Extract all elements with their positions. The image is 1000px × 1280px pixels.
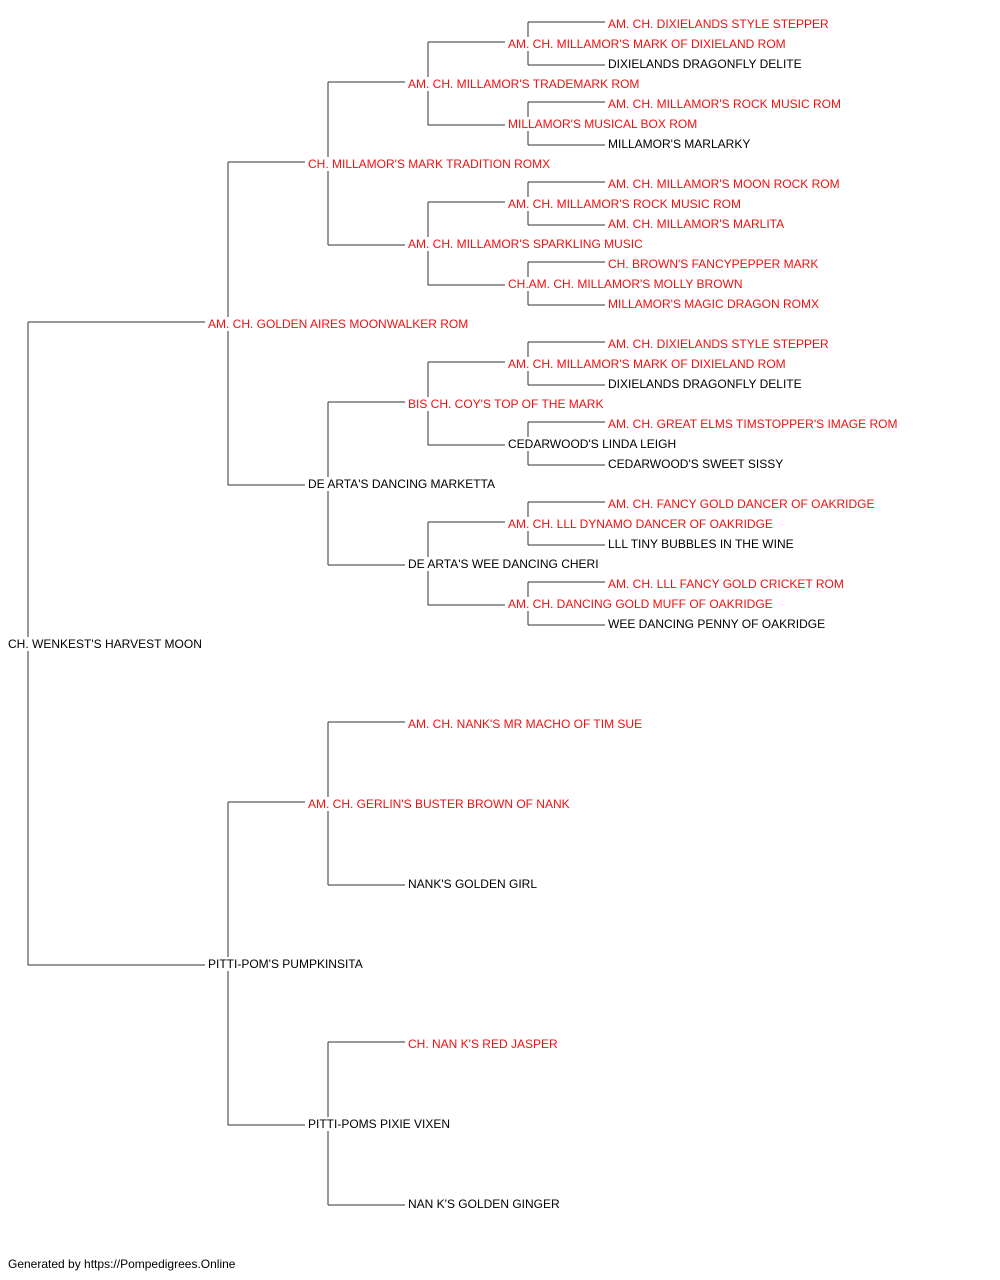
g5-ancestor-name: LLL TINY BUBBLES IN THE WINE [608, 537, 795, 551]
g5-ancestor-name: AM. CH. GREAT ELMS TIMSTOPPER'S IMAGE RO… [608, 417, 899, 431]
sd-sire-name: BIS CH. COY'S TOP OF THE MARK [408, 397, 605, 411]
g5-ancestor-name: MILLAMOR'S MAGIC DRAGON ROMX [608, 297, 820, 311]
dam-sire-name: AM. CH. GERLIN'S BUSTER BROWN OF NANK [308, 797, 571, 811]
g5-ancestor-name: CEDARWOOD'S SWEET SISSY [608, 457, 785, 471]
g5-ancestor-name: AM. CH. MILLAMOR'S MOON ROCK ROM [608, 177, 841, 191]
g5-ancestor-name: AM. CH. DIXIELANDS STYLE STEPPER [608, 337, 830, 351]
g4-ancestor-name: AM. CH. LLL DYNAMO DANCER OF OAKRIDGE [508, 517, 774, 531]
g5-ancestor-name: CH. BROWN'S FANCYPEPPER MARK [608, 257, 820, 271]
g5-ancestor-name: DIXIELANDS DRAGONFLY DELITE [608, 57, 803, 71]
ds-sire-name: AM. CH. NANK'S MR MACHO OF TIM SUE [408, 717, 644, 731]
g4-ancestor-name: AM. CH. MILLAMOR'S ROCK MUSIC ROM [508, 197, 742, 211]
g4-ancestor-name: MILLAMOR'S MUSICAL BOX ROM [508, 117, 699, 131]
sire-dam-name: DE ARTA'S DANCING MARKETTA [308, 477, 496, 491]
g5-ancestor-name: AM. CH. MILLAMOR'S MARLITA [608, 217, 786, 231]
g5-ancestor-name: DIXIELANDS DRAGONFLY DELITE [608, 377, 803, 391]
sd-dam-name: DE ARTA'S WEE DANCING CHERI [408, 557, 600, 571]
g5-ancestor-name: AM. CH. LLL FANCY GOLD CRICKET ROM [608, 577, 845, 591]
sire-sire-name: CH. MILLAMOR'S MARK TRADITION ROMX [308, 157, 552, 171]
ds-dam-name: NANK'S GOLDEN GIRL [408, 877, 538, 891]
dd-sire-name: CH. NAN K'S RED JASPER [408, 1037, 559, 1051]
subject-dog-name: CH. WENKEST'S HARVEST MOON [8, 637, 203, 651]
g5-ancestor-name: MILLAMOR'S MARLARKY [608, 137, 752, 151]
g4-ancestor-name: AM. CH. MILLAMOR'S MARK OF DIXIELAND ROM [508, 357, 787, 371]
dam-name: PITTI-POM'S PUMPKINSITA [208, 957, 364, 971]
dam-dam-name: PITTI-POMS PIXIE VIXEN [308, 1117, 452, 1131]
sire-name: AM. CH. GOLDEN AIRES MOONWALKER ROM [208, 317, 470, 331]
g4-ancestor-name: AM. CH. DANCING GOLD MUFF OF OAKRIDGE [508, 597, 774, 611]
g5-ancestor-name: WEE DANCING PENNY OF OAKRIDGE [608, 617, 827, 631]
dd-dam-name: NAN K'S GOLDEN GINGER [408, 1197, 561, 1211]
g4-ancestor-name: AM. CH. MILLAMOR'S MARK OF DIXIELAND ROM [508, 37, 787, 51]
g4-ancestor-name: CEDARWOOD'S LINDA LEIGH [508, 437, 678, 451]
footer-credit: Generated by https://Pompedigrees.Online [8, 1257, 236, 1271]
g5-ancestor-name: AM. CH. DIXIELANDS STYLE STEPPER [608, 17, 830, 31]
ss-sire-name: AM. CH. MILLAMOR'S TRADEMARK ROM [408, 77, 641, 91]
g5-ancestor-name: AM. CH. FANCY GOLD DANCER OF OAKRIDGE [608, 497, 876, 511]
g4-ancestor-name: CH.AM. CH. MILLAMOR'S MOLLY BROWN [508, 277, 744, 291]
ss-dam-name: AM. CH. MILLAMOR'S SPARKLING MUSIC [408, 237, 644, 251]
g5-ancestor-name: AM. CH. MILLAMOR'S ROCK MUSIC ROM [608, 97, 842, 111]
